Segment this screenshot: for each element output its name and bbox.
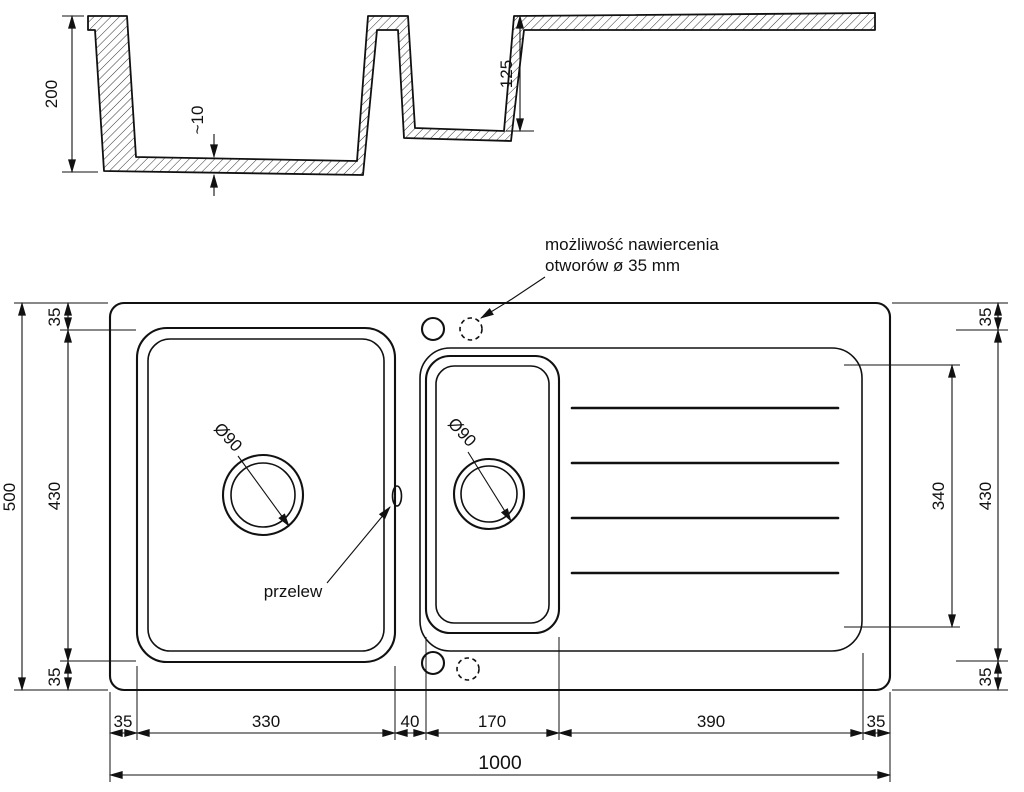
dim-small-bowl-depth-label: 125 (497, 60, 516, 88)
section-view: 200 ~10 125 (42, 12, 876, 196)
dim-bottom-seg6-label: 35 (867, 712, 886, 731)
dim-bottom-seg2-label: 330 (252, 712, 280, 731)
dim-overall-height-label: 500 (0, 483, 19, 511)
plan-extension-lines-bottom (109, 637, 891, 782)
plan-extension-lines-left (14, 302, 136, 691)
dim-bottom-seg3-label: 40 (401, 712, 420, 731)
drill-note-line1: możliwość nawiercenia (545, 235, 719, 254)
dim-left-bottom-label: 35 (45, 668, 64, 687)
dim-left-middle-label: 430 (45, 482, 64, 510)
drainboard-recess-outline (419, 347, 863, 652)
main-bowl-drain-outer (221, 453, 305, 537)
dim-bottom-seg4-label: 170 (478, 712, 506, 731)
tap-hole-solid-top (420, 316, 446, 342)
dim-right-middle-label: 430 (976, 482, 995, 510)
dim-overall-width-label: 1000 (478, 752, 522, 774)
plan-extension-lines-right (844, 302, 1008, 691)
dim-drainboard-height-label: 340 (929, 482, 948, 510)
plan-view: Ø90 Ø90 przelew możliwość nawiercenia ot… (0, 235, 1008, 782)
small-bowl-drain-leader (467, 451, 512, 522)
dim-bottom-seg1-label: 35 (114, 712, 133, 731)
dim-left-top-label: 35 (45, 308, 64, 327)
dim-right-top-label: 35 (976, 308, 995, 327)
tap-hole-dashed-top (459, 317, 483, 341)
cross-section-profile (87, 12, 876, 176)
tap-hole-solid-bottom (420, 650, 446, 676)
small-bowl-drain-inner (460, 465, 518, 523)
main-bowl-inner-rim (147, 338, 385, 652)
small-bowl-outer-rim (424, 354, 561, 635)
main-bowl-drain-inner (230, 462, 296, 528)
dim-total-depth-label: 200 (42, 80, 61, 108)
overflow-hole (391, 485, 403, 507)
overflow-label: przelew (264, 582, 323, 601)
drill-note-line2: otworów ø 35 mm (545, 256, 680, 275)
main-bowl-drain-leader (237, 455, 290, 527)
small-bowl-inner-rim (435, 365, 550, 624)
dim-bottom-thickness-label: ~10 (188, 106, 207, 135)
overflow-leader (326, 506, 391, 584)
drill-note-leader (480, 276, 546, 319)
small-bowl-drain-outer (452, 457, 526, 531)
tap-hole-dashed-bottom (456, 657, 480, 681)
dim-right-bottom-label: 35 (976, 668, 995, 687)
dim-bottom-seg5-label: 390 (697, 712, 725, 731)
drainboard-grooves (570, 406, 840, 575)
